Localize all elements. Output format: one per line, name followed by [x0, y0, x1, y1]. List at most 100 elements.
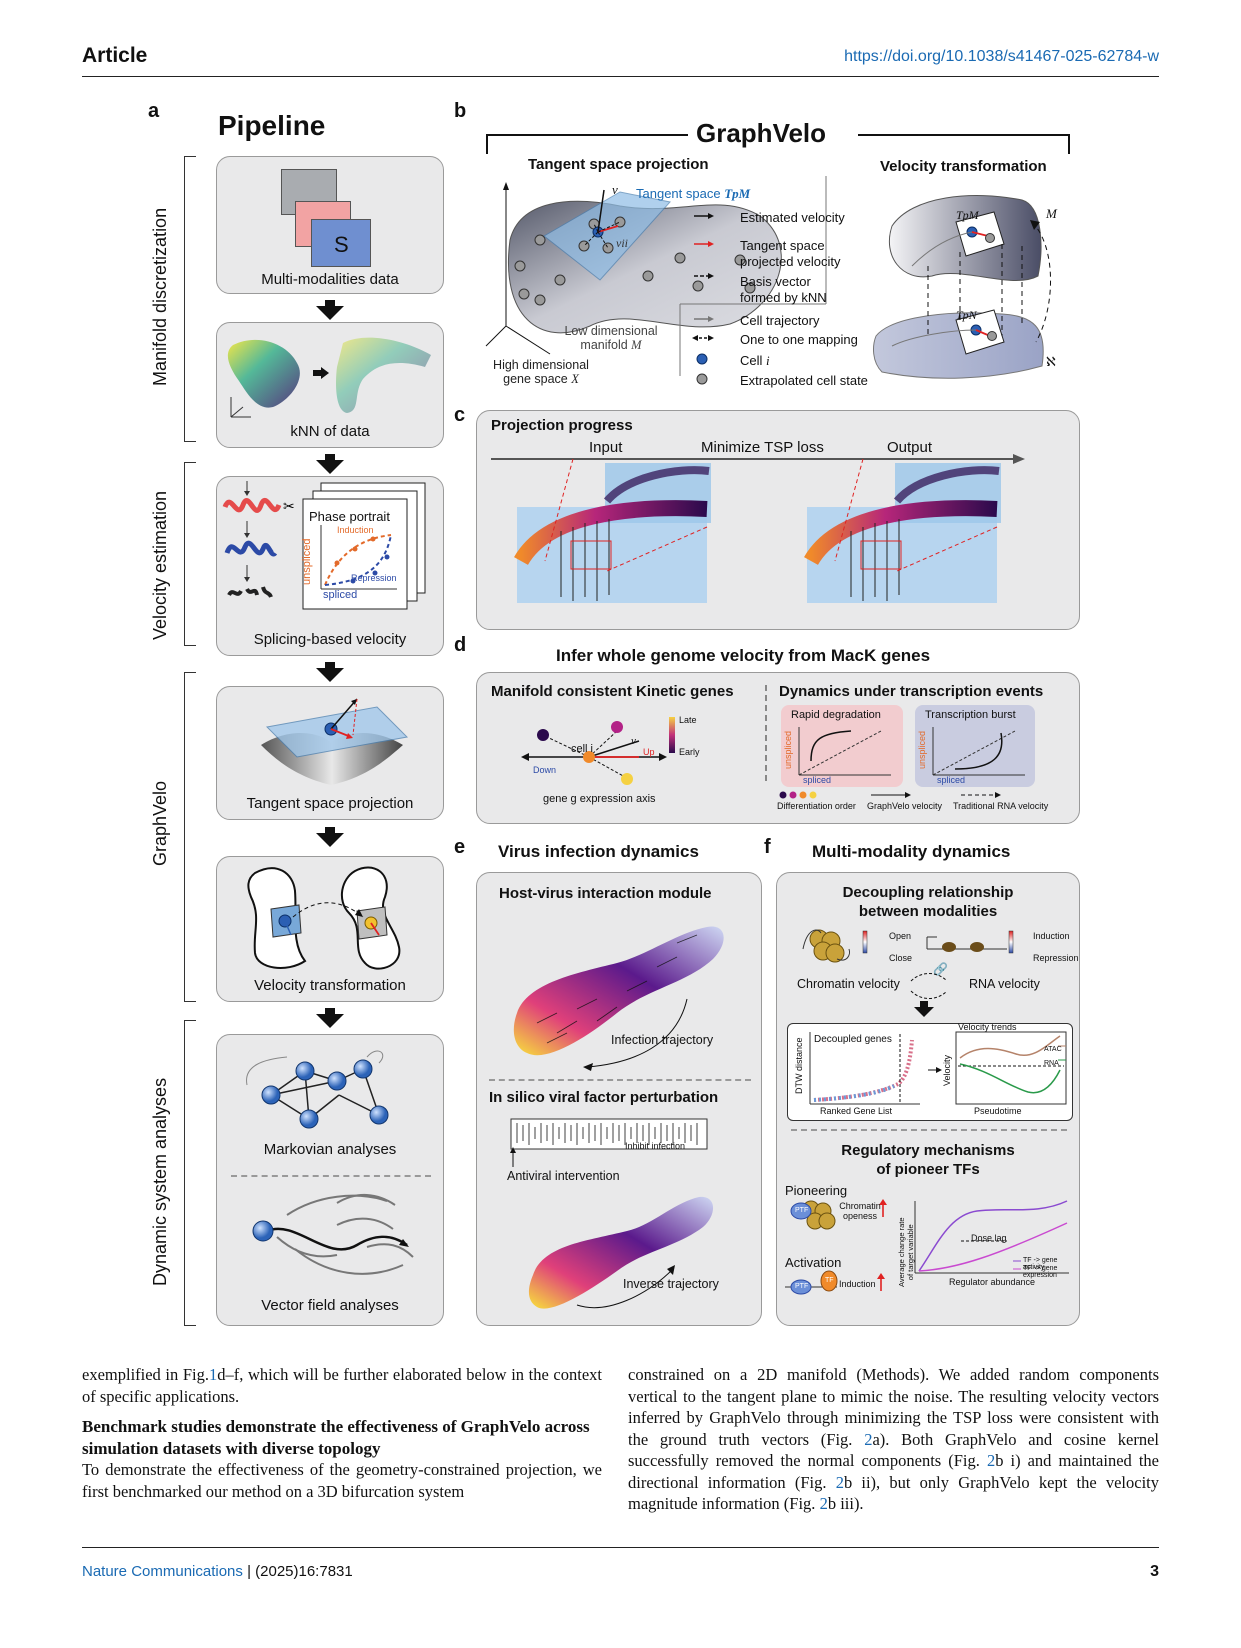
fig-link-2a[interactable]: 2 [864, 1429, 873, 1449]
tpm-label: TpM [956, 208, 979, 222]
velocity-transformation-title: Velocity transformation [880, 158, 1047, 175]
pioneering-label: Pioneering [785, 1183, 848, 1198]
velocity-transformation-diagram [873, 195, 1051, 379]
splicing-caption: Splicing-based velocity [253, 631, 407, 648]
fig-link-2b-i[interactable]: 2 [986, 1451, 996, 1470]
markov-caption: Markovian analyses [263, 1141, 397, 1158]
flow-arrow-3-stem [325, 662, 335, 670]
stage-label-manifold: Manifold discretization [150, 207, 170, 386]
legend-mapping: One to one mapping [740, 332, 858, 347]
regulator-abundance-label: Regulator abundance [949, 1277, 1036, 1287]
panel-letter-b: b [454, 100, 467, 122]
ranked-gene-label: Ranked Gene List [820, 1106, 893, 1116]
stage-label-velocity: Velocity estimation [150, 490, 170, 640]
decoupled-genes-plot [809, 1031, 1067, 1105]
stage-bracket-2 [184, 462, 196, 646]
mack-legend-diff: Differentiation order [777, 801, 856, 811]
flow-arrow-4-stem [325, 827, 335, 835]
decoupling-arrow-stem [920, 1001, 928, 1007]
antiviral-label: Antiviral intervention [507, 1169, 620, 1183]
dtw-label: DTW distance [794, 1037, 804, 1094]
doi-link[interactable]: https://doi.org/10.1038/s41467-025-62784… [844, 48, 1159, 65]
manifold-n-symbol: ℵ [1046, 354, 1056, 369]
dynamics-divider [231, 1175, 431, 1177]
projection-input: Input [589, 439, 623, 456]
mack-down-label: Down [533, 765, 557, 775]
rna-label: RNA [1044, 1060, 1059, 1067]
legend-tangent-projected-1: Tangent space [740, 238, 825, 253]
velocity-axis-label: Velocity [942, 1054, 952, 1086]
virus-inverse-embedding [528, 1196, 714, 1309]
flow-arrow-2-stem [325, 454, 335, 462]
markov-graph [246, 1050, 389, 1129]
tpn-label: TpN [956, 308, 977, 322]
projection-box: Projection progress Input Minimize TSP l… [476, 410, 1080, 630]
tangent-box: Tangent space projection [216, 686, 444, 820]
mack-early-label: Early [679, 747, 700, 757]
inhibit-infection-label: Inhibit infection [625, 1141, 686, 1151]
mack-legend-graphvelo: GraphVelo velocity [867, 801, 943, 811]
flow-arrow-2 [316, 460, 344, 474]
flow-arrow-4 [316, 833, 344, 847]
panel-letter-c: c [454, 404, 466, 426]
multimodal-box: U S Multi-modalities data [216, 156, 444, 294]
body-col1-para2: To demonstrate the effectiveness of the … [82, 1460, 602, 1501]
v-label: v [612, 182, 618, 197]
transcription-burst-card: Transcription burst spliced unspliced [915, 705, 1035, 787]
induction-label-2: Induction [839, 1279, 876, 1289]
vector-field-illustration [252, 1193, 414, 1275]
fig-link-1[interactable]: 1 [209, 1365, 218, 1384]
virus-perturb-title: In silico viral factor perturbation [489, 1089, 719, 1106]
tf-activity-label: TF -> gene activity [1023, 1257, 1058, 1271]
mack-divider [765, 685, 767, 781]
transform-caption: Velocity transformation [254, 977, 406, 994]
stage-bracket-4 [184, 1020, 196, 1326]
dose-lag-label: Dose lag [971, 1233, 1007, 1243]
rapid-degradation-plot [798, 727, 891, 776]
multimodal-title: Multi-modality dynamics [812, 842, 1011, 861]
flow-arrow-1 [316, 306, 344, 320]
transform-box: Velocity transformation [216, 856, 444, 1002]
decoupling-illustration: 🔗 [802, 929, 1014, 999]
transcription-burst-title: Transcription burst [925, 709, 1016, 721]
article-label: Article [82, 44, 148, 67]
mack-late-label: Late [679, 715, 697, 725]
mack-legend-traditional: Traditional RNA velocity [953, 801, 1049, 811]
phase-induction-label: Induction [337, 525, 374, 535]
flow-arrow-3 [316, 668, 344, 682]
panel-letter-e: e [454, 836, 466, 858]
panel-letter-d: d [454, 634, 467, 656]
dynamics-box: Markovian analyses Vector field analyses [216, 1034, 444, 1326]
rapid-degradation-card: Rapid degradation spliced unspliced [781, 705, 903, 787]
legend-trajectory: Cell trajectory [740, 313, 820, 328]
projection-title: Projection progress [491, 417, 633, 434]
body-col2-para: constrained on a 2D manifold (Methods). … [628, 1365, 1159, 1513]
flow-arrow-5 [316, 1014, 344, 1028]
regulatory-illustration [785, 1199, 1069, 1295]
atac-label: ATAC [1044, 1046, 1062, 1053]
virus-embedding [513, 926, 724, 1071]
journal-link[interactable]: Nature Communications [82, 1563, 243, 1580]
decoupling-arrow [914, 1007, 934, 1017]
virus-box: Host-virus interaction module Infection … [476, 872, 762, 1326]
fig-link-2b-ii[interactable]: 2 [835, 1472, 844, 1492]
fig-link-2b-iii[interactable]: 2 [819, 1494, 828, 1513]
pipeline-title: Pipeline [218, 110, 326, 141]
footer-rule [82, 1547, 1159, 1548]
phase-ylabel: unspliced [301, 538, 313, 585]
rna-velocity-label: RNA velocity [969, 977, 1040, 991]
chromatin-velocity-label: Chromatin velocity [797, 977, 900, 991]
mack-cell-label: cell i [571, 743, 594, 755]
tangent-caption: Tangent space projection [246, 795, 414, 812]
phase-xlabel: spliced [323, 589, 358, 601]
graphvelo-title: GraphVelo [696, 118, 827, 148]
mack-left-title: Manifold consistent Kinetic genes [491, 683, 734, 700]
perturbation-signal [510, 1118, 708, 1167]
stage-bracket-3 [184, 672, 196, 1002]
legend-estimated: Estimated velocity [740, 210, 845, 225]
